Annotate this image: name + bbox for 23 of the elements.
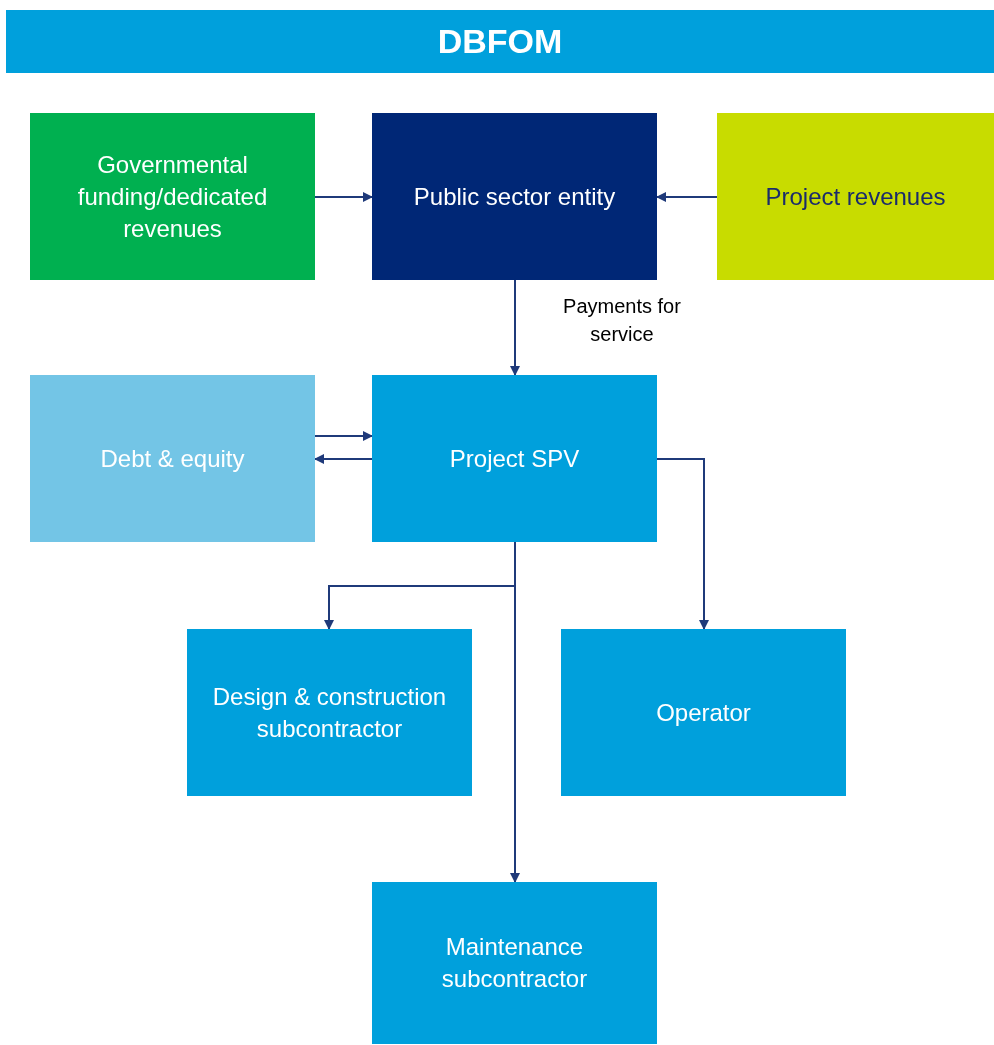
process-box [561,629,846,796]
arrow [314,192,373,202]
arrow [656,192,718,202]
arrow [510,279,520,376]
box-label: Public sector entity [413,181,616,212]
process-box [30,375,315,542]
box-label: Design & construction subcontractor [211,681,448,744]
box-label: Maintenance subcontractor [440,932,589,994]
arrow [656,458,709,630]
process-box [372,113,657,280]
box-label: Operator [656,697,751,728]
box-label: Debt & equity [100,443,245,474]
process-box [372,882,657,1044]
process-box [30,113,315,280]
process-box [187,629,472,796]
box-label: Project SPV [449,443,580,474]
box-label: Project revenues [765,181,946,212]
arrow [510,541,520,883]
title: DBFOM [437,22,563,61]
box-label: Governmental funding/dedicated revenues [76,149,269,244]
process-box [372,375,657,542]
process-box [717,113,994,280]
arrow [314,454,373,464]
